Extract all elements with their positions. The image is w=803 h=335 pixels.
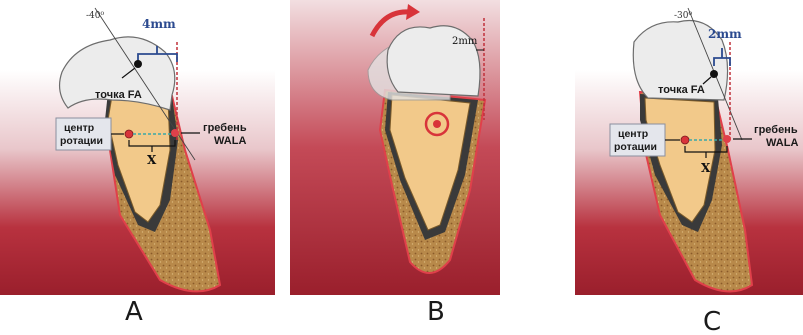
panel-a-x-label: X: [147, 153, 157, 167]
panel-c-wala-line1: гребень: [754, 124, 798, 136]
panel-c-wala-line2: WALA: [766, 137, 798, 149]
panel-c-fa-point: [710, 70, 718, 78]
panel-c: -30⁰ 2mm точка FA центр ротации X гребен…: [575, 8, 803, 335]
panel-c-angle-label: -30⁰: [674, 11, 692, 21]
panel-a-fa-point: [134, 60, 142, 68]
panel-a-wala-point: [171, 129, 179, 137]
panel-c-wala-point: [723, 135, 731, 143]
panel-a-measurement: 4mm: [142, 17, 176, 31]
panel-c-measurement: 2mm: [708, 27, 742, 41]
panel-b-rotation-center: [433, 120, 441, 128]
panel-a-center-line2: ротации: [60, 135, 103, 147]
panel-c-center-point: [681, 136, 689, 144]
panel-a: -40⁰ 4mm точка FA центр ротации X гребен…: [0, 8, 275, 327]
panel-c-fa-label: точка FA: [658, 84, 705, 96]
panel-b-letter: B: [427, 297, 445, 327]
panel-a-center-point: [125, 130, 133, 138]
panel-b: 2mm B: [290, 0, 500, 327]
panel-a-letter: A: [125, 297, 143, 327]
panel-c-letter: C: [703, 307, 721, 335]
panel-c-center-line2: ротации: [614, 141, 657, 153]
panel-a-wala-line1: гребень: [203, 122, 247, 134]
panel-a-wala-line2: WALA: [214, 135, 246, 147]
panel-c-x-label: X: [701, 161, 711, 175]
panel-a-center-line1: центр: [64, 122, 94, 134]
panel-b-measurement: 2mm: [452, 36, 478, 47]
panel-c-center-line1: центр: [618, 128, 648, 140]
panel-a-fa-label: точка FA: [95, 89, 142, 101]
panel-a-angle-label: -40⁰: [86, 11, 104, 21]
